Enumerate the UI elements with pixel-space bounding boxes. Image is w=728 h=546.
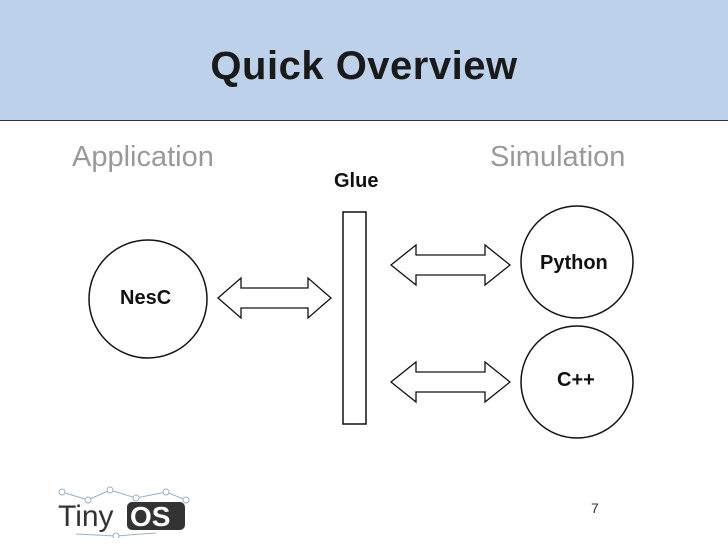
arrow-nesc-glue [217,276,332,320]
nesc-node [88,239,208,359]
cpp-label: C++ [557,369,595,391]
arrow-glue-cpp [389,360,512,404]
simulation-label: Simulation [490,141,626,173]
logo-os-badge [127,502,185,530]
application-label: Application [72,141,214,173]
nesc-label: NesC [120,287,172,309]
logo-text-prefix: Tiny [58,500,114,533]
python-node [520,205,634,319]
slide-title: Quick Overview [210,44,518,88]
glue-label: Glue [334,170,379,192]
cpp-node [520,325,634,439]
logo-network-icon [58,486,190,540]
arrow-glue-python [389,243,512,287]
glue-bar [342,211,367,425]
slide-header: Quick Overview [0,0,728,121]
page-number: 7 [591,500,599,516]
logo-text-suffix: OS [130,501,170,532]
python-label: Python [540,252,608,274]
tinyos-logo: Tiny OS [56,486,196,543]
